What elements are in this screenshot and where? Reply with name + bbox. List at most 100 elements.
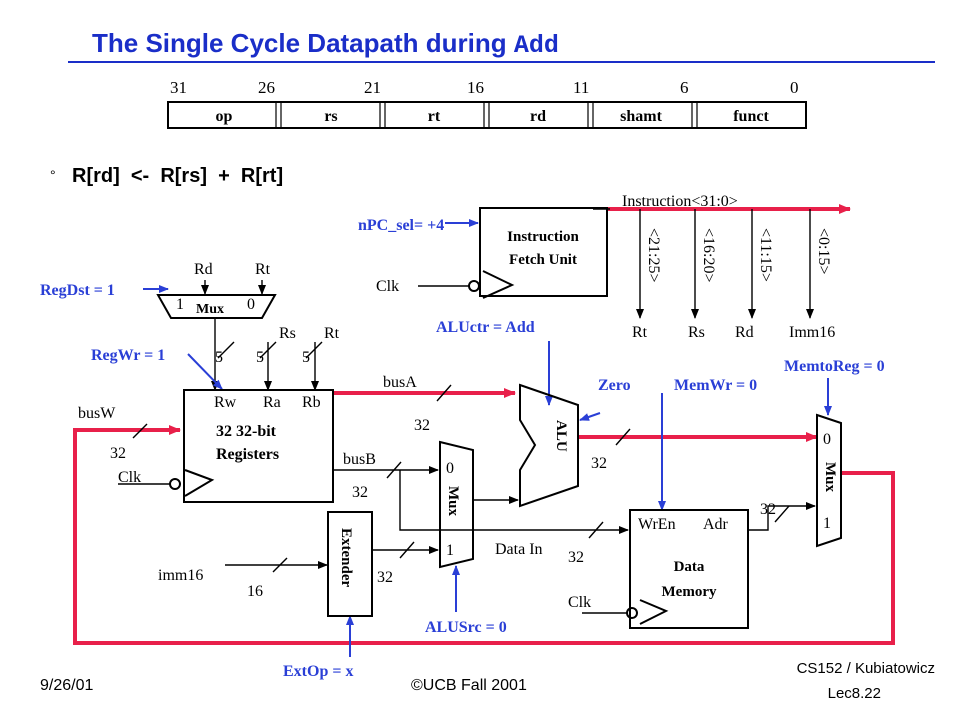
bit-21: 21 <box>364 78 381 97</box>
alusrc-mux-shape <box>439 440 474 569</box>
reg-clk-label: Clk <box>118 469 141 486</box>
alusrc-mux-0: 0 <box>446 460 454 477</box>
alusrc-mux-1: 1 <box>446 542 454 559</box>
data-memory-label-1: Data <box>674 559 705 575</box>
memtoreg-label: MemtoReg = 0 <box>784 358 885 375</box>
port-ra: Ra <box>263 394 281 411</box>
imm16-label: imm16 <box>158 567 203 584</box>
field-name-rd: Rd <box>735 324 754 341</box>
tap-label-0-15: <0:15> <box>815 228 832 275</box>
regdst-mux-0: 0 <box>247 296 255 313</box>
bit-11: 11 <box>573 78 589 97</box>
control-wires <box>143 219 832 657</box>
alu-out-width: 32 <box>591 455 607 472</box>
data-memory-label-2: Memory <box>662 584 717 600</box>
bit-16: 16 <box>467 78 484 97</box>
instruction-format-box <box>167 101 807 129</box>
regdst-mux-1: 1 <box>176 296 184 313</box>
width-rw: 5 <box>215 349 223 366</box>
reg-clk-bubble <box>169 478 181 490</box>
busB-label: busB <box>343 451 376 468</box>
busW-width: 32 <box>110 445 126 462</box>
mem-wren-label: WrEn <box>638 516 676 533</box>
field-dividers <box>275 102 698 128</box>
bit-0: 0 <box>790 78 799 97</box>
busA-label: busA <box>383 374 417 391</box>
components <box>156 207 842 629</box>
bullet-text: R[rd] <- R[rs] + R[rt] <box>72 165 283 187</box>
tap-label-11-15: <11:15> <box>757 228 774 282</box>
bit-31: 31 <box>170 78 187 97</box>
memtoreg-mux-shape <box>816 413 842 548</box>
field-name-rs: Rs <box>688 324 705 341</box>
field-shamt: shamt <box>620 108 662 125</box>
registers-label-1: 32 32-bit <box>216 423 277 440</box>
mux-input-rd: Rd <box>194 261 213 278</box>
clock-symbols <box>169 270 669 625</box>
rs-label: Rs <box>279 325 296 342</box>
black-wires <box>118 208 816 614</box>
busA-width: 32 <box>414 417 430 434</box>
bit-26: 26 <box>258 78 275 97</box>
registers-label-2: Registers <box>216 446 279 463</box>
fetch-unit-box <box>479 207 608 297</box>
width-ra: 5 <box>256 349 264 366</box>
data-in-wire <box>399 470 629 534</box>
alu-shape <box>519 383 579 508</box>
alusrc-label: ALUSrc = 0 <box>425 619 507 636</box>
field-rs: rs <box>324 108 337 125</box>
regdst-label: RegDst = 1 <box>40 282 115 299</box>
data-in-width: 32 <box>568 549 584 566</box>
alusrc-mux-label: Mux <box>445 486 461 517</box>
mem-out-width: 32 <box>760 501 776 518</box>
footer-date: 9/26/01 <box>40 677 93 694</box>
tap-label-16-20: <16:20> <box>700 228 717 283</box>
page-title: The Single Cycle Datapath during Add <box>92 28 559 60</box>
memtoreg-mux-1: 1 <box>823 515 831 532</box>
npc-sel-label: nPC_sel= +4 <box>358 217 444 234</box>
mem-adr-label: Adr <box>703 516 729 533</box>
reg-clk-triangle <box>184 469 215 497</box>
tap-label-21-25: <21:25> <box>645 228 662 283</box>
footer-course: CS152 / Kubiatowicz <box>797 660 935 677</box>
fetch-clk-triangle <box>482 270 515 299</box>
memwr-label: MemWr = 0 <box>674 377 757 394</box>
bit-6: 6 <box>680 78 689 97</box>
data-in-label: Data In <box>495 541 543 558</box>
instruction-fields: op rs rt rd shamt funct <box>216 108 770 125</box>
mux-input-rt: Rt <box>255 261 271 278</box>
bit-position-labels: 31 26 21 16 11 6 0 <box>170 78 799 97</box>
regdst-mux-label: Mux <box>196 302 224 317</box>
extop-label: ExtOp = x <box>283 663 353 680</box>
bullet-marker: ° <box>50 167 56 183</box>
instruction-bus-label: Instruction<31:0> <box>622 193 738 210</box>
rt-label: Rt <box>324 325 340 342</box>
port-rw: Rw <box>214 394 237 411</box>
busW-writeback-wire <box>73 425 895 645</box>
datapath-wires <box>73 204 895 645</box>
fetch-unit-label-1: Instruction <box>507 229 579 245</box>
mem-clk-triangle <box>639 599 669 625</box>
field-rt: rt <box>428 108 441 125</box>
memtoreg-mux-0: 0 <box>823 431 831 448</box>
busW-label: busW <box>78 405 116 422</box>
busB-width: 32 <box>352 484 368 501</box>
field-funct: funct <box>733 108 769 125</box>
aluctr-label: ALUctr = Add <box>436 319 535 336</box>
width-rb: 5 <box>302 349 310 366</box>
footer-lecture: Lec8.22 <box>828 685 881 702</box>
mem-clk-bubble <box>626 607 638 619</box>
zero-label: Zero <box>598 377 631 394</box>
footer-copyright: ©UCB Fall 2001 <box>411 677 527 694</box>
mem-out-wire <box>748 502 816 531</box>
regdst-mux-shape <box>156 294 277 319</box>
fetch-unit-label-2: Fetch Unit <box>509 252 577 268</box>
field-rd: rd <box>530 108 546 125</box>
data-memory-box <box>629 509 749 629</box>
regwr-label: RegWr = 1 <box>91 347 165 364</box>
field-name-rt: Rt <box>632 324 648 341</box>
alu-label: ALU <box>553 420 569 452</box>
ext-out-width: 32 <box>377 569 393 586</box>
port-rb: Rb <box>302 394 321 411</box>
